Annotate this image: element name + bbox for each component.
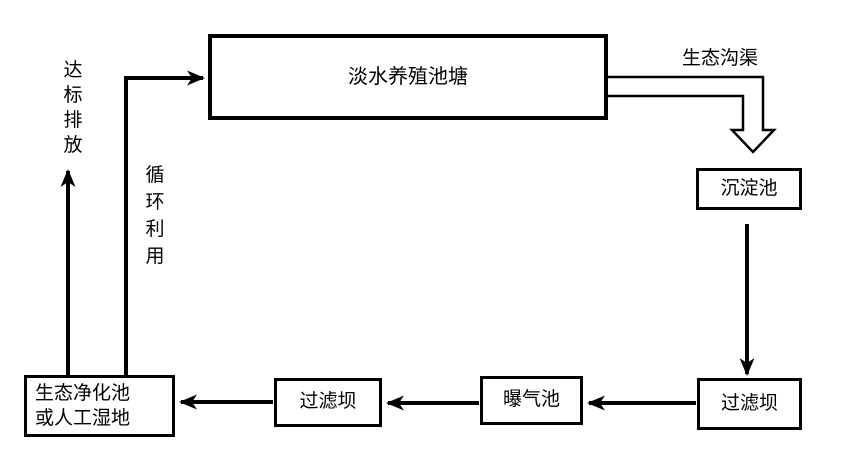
label-eco-ditch: 生态沟渠 [681, 48, 758, 69]
node-purification-wetland: 生态净化池 或人工湿地 [24, 375, 175, 437]
node-freshwater-pond: 淡水养殖池塘 [208, 34, 608, 120]
connector-recycle-arrow [124, 70, 205, 375]
node-aeration-pond: 曝气池 [480, 376, 583, 425]
connector-eco-ditch-hollow-arrow [606, 75, 777, 154]
label-compliant-discharge: 达标排放 [63, 60, 83, 156]
label-recycling: 循环利用 [145, 165, 165, 267]
node-filter-dam-mid: 过滤坝 [274, 378, 382, 427]
node-filter-dam-right: 过滤坝 [697, 378, 802, 430]
node-sedimentation-pond: 沉淀池 [696, 168, 802, 210]
